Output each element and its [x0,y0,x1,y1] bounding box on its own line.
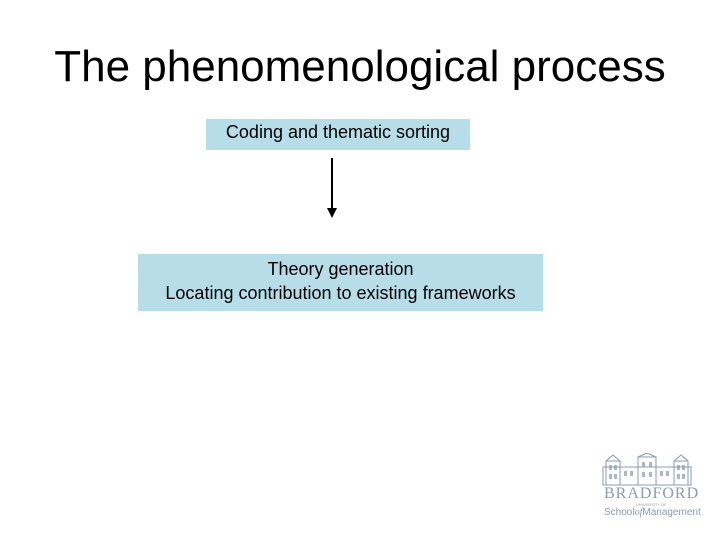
step-box-theory: Theory generation Locating contribution … [138,254,543,311]
slide-title: The phenomenological process [54,42,666,91]
contribution-label: Locating contribution to existing framew… [165,283,516,303]
logo-name: BRADFORD [604,485,700,502]
building-icon [602,453,692,486]
step-box-coding: Coding and thematic sorting [206,119,470,150]
bradford-logo: BRADFORD UNIVERSITY OF SchoolofManagemen… [598,453,701,523]
logo-school: SchoolofManagement [604,507,701,518]
logo-school-prefix: School [604,507,635,518]
logo-school-of: of [634,507,643,518]
logo-school-suffix: Management [642,507,701,518]
down-arrow [327,158,337,218]
theory-generation-label: Theory generation [267,259,414,279]
logo-university: UNIVERSITY OF [636,502,667,507]
